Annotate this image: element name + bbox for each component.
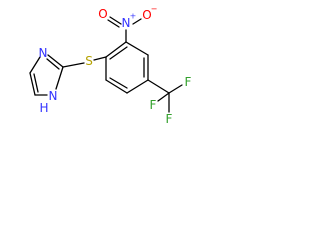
fluorine-top-label: F (185, 75, 192, 89)
bond-c5-c6-inner (109, 77, 128, 89)
fluorine-left-label: F (150, 98, 157, 112)
bond-nitro-n-o-double (109, 16, 122, 25)
nitro-o-double-label: O (98, 7, 107, 21)
nitro-n-label: N (122, 16, 131, 30)
bond-c2-c3 (125, 41, 149, 56)
bond-c2-s (62, 62, 85, 68)
nitro-n-charge: + (130, 12, 137, 21)
bond-nitro-n-o-double-2 (107, 19, 120, 28)
bond-cf3-f-left (157, 92, 170, 102)
bond-c1-c2-inner (109, 46, 128, 60)
imidazole-n-label: N (39, 46, 48, 60)
bond-nitro-n-o-single (132, 18, 142, 25)
nitro-o-charge: − (151, 5, 158, 14)
bond-cf3-f-top (168, 84, 183, 94)
bond-c2-n3-double (46, 58, 60, 70)
bond-c5-c6 (105, 79, 128, 94)
bond-c1-c2 (105, 41, 127, 58)
molecule-structure: N N H S N + O O − F F F (29, 5, 192, 127)
bond-c4-cf3 (147, 79, 170, 94)
sulfur-label: S (85, 54, 93, 68)
bond-n1-c2 (55, 66, 64, 90)
bond-s-c1 (93, 56, 107, 61)
imidazole-nh-n-label: N (49, 89, 58, 103)
bonds (29, 16, 183, 113)
bond-c4-c5 (29, 72, 36, 96)
atom-labels: N N H S N + O O − F F F (39, 5, 192, 127)
nitro-o-single-label: O (142, 8, 151, 22)
bond-n3-c4 (29, 56, 41, 74)
bond-c4-c5 (126, 79, 149, 94)
bond-c2-n3 (47, 54, 64, 68)
bond-c4-c5-double (33, 73, 39, 93)
imidazole-nh-h-label: H (39, 101, 48, 115)
fluorine-bottom-label: F (166, 112, 173, 126)
